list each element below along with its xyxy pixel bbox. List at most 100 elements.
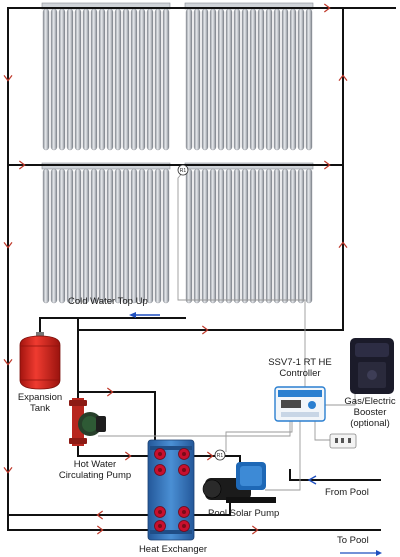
solar-tube	[249, 8, 257, 151]
to-pool-arrow	[340, 550, 382, 556]
solar-tube	[225, 8, 233, 151]
power-outlet-icon	[329, 433, 357, 449]
solar-tube	[50, 8, 58, 151]
solar-tube	[273, 168, 281, 304]
flow-arrow-down	[3, 241, 13, 249]
solar-tube	[146, 8, 154, 151]
solar-tube	[122, 8, 130, 151]
flow-arrow-left	[96, 510, 104, 520]
solar-tube	[281, 8, 289, 151]
solar-tube	[289, 168, 297, 304]
solar-tube	[201, 8, 209, 151]
svg-text:R1: R1	[180, 168, 187, 174]
solar-collector-top-left	[41, 2, 171, 151]
solar-tube	[193, 8, 201, 151]
solar-tube	[265, 8, 273, 151]
solar-tube	[146, 168, 154, 304]
solar-tube	[98, 168, 106, 304]
flow-arrow-right	[323, 160, 331, 170]
flow-arrow-right	[106, 387, 114, 397]
from-pool-arrow	[307, 475, 317, 485]
solar-tube	[281, 168, 289, 304]
solar-tube	[193, 168, 201, 304]
flow-arrow-right	[18, 160, 26, 170]
controller-label-line1: SSV7-1 RT HE	[268, 357, 332, 368]
controller-label: SSV7-1 RT HE Controller	[260, 357, 340, 379]
solar-tube	[138, 168, 146, 304]
circulating-pump-label: Hot Water Circulating Pump	[50, 459, 140, 481]
solar-tube	[90, 168, 98, 304]
cold-water-arrow	[129, 312, 160, 318]
solar-tube	[185, 168, 193, 304]
solar-tube	[265, 168, 273, 304]
flow-arrow-right	[201, 325, 209, 335]
flow-arrow-up	[338, 74, 348, 82]
booster-label-line3: (optional)	[350, 418, 390, 429]
solar-tube	[297, 8, 305, 151]
flow-arrow-right	[96, 525, 104, 535]
solar-tube	[154, 168, 162, 304]
solar-tube	[82, 168, 90, 304]
solar-tube	[241, 8, 249, 151]
solar-tube	[209, 8, 217, 151]
solar-tube	[233, 8, 241, 151]
booster-icon	[350, 338, 394, 394]
solar-tube	[305, 8, 313, 151]
sensor-r1-collector: R1	[177, 164, 189, 176]
cold-water-top-up-label: Cold Water Top Up	[68, 296, 148, 307]
solar-tube	[241, 168, 249, 304]
from-pool-label: From Pool	[325, 487, 369, 498]
solar-tube	[74, 8, 82, 151]
solar-tube	[42, 168, 50, 304]
solar-tube	[297, 168, 305, 304]
expansion-tank-label-line1: Expansion	[17, 392, 63, 403]
solar-tube	[90, 8, 98, 151]
pool-solar-pump-label: Pool Solar Pump	[208, 508, 280, 519]
expansion-tank-label-line2: Tank	[29, 403, 51, 414]
solar-tube	[98, 8, 106, 151]
heat-exchanger-label: Heat Exchanger	[138, 544, 208, 555]
circulating-pump-label-line2: Circulating Pump	[58, 470, 132, 481]
solar-tube	[162, 8, 170, 151]
booster-label-line1: Gas/Electric	[344, 396, 396, 407]
solar-tube	[42, 8, 50, 151]
flow-arrow-down	[3, 358, 13, 366]
solar-tube	[249, 168, 257, 304]
pool-pump-icon	[202, 462, 276, 503]
solar-tube	[185, 8, 193, 151]
controller-icon	[274, 386, 326, 422]
solar-tube	[66, 168, 74, 304]
solar-collector-top-right	[184, 2, 314, 151]
sensor-r1-exchanger: R1	[214, 449, 226, 461]
solar-tube	[289, 8, 297, 151]
solar-tube	[305, 168, 313, 304]
flow-arrow-right	[323, 3, 331, 13]
booster-label: Gas/Electric Booster (optional)	[340, 396, 400, 429]
solar-collector-bottom-left	[41, 162, 171, 304]
solar-tube	[58, 168, 66, 304]
solar-tube	[217, 168, 225, 304]
circulating-pump-label-line1: Hot Water	[73, 459, 117, 470]
pipe-network	[7, 7, 396, 531]
flow-arrow-right	[206, 451, 214, 461]
solar-tube	[130, 8, 138, 151]
flow-arrow-right	[124, 451, 132, 461]
flow-arrows	[3, 3, 348, 535]
flow-arrow-right	[251, 525, 259, 535]
solar-tube	[50, 168, 58, 304]
solar-tube	[106, 168, 114, 304]
solar-tube	[122, 168, 130, 304]
solar-tube	[273, 8, 281, 151]
solar-tube	[154, 8, 162, 151]
circulating-pump-icon	[69, 398, 106, 446]
controller-label-line2: Controller	[279, 368, 321, 379]
solar-tube	[225, 168, 233, 304]
solar-tube	[58, 8, 66, 151]
solar-tube	[257, 8, 265, 151]
solar-tube	[233, 168, 241, 304]
solar-tube	[201, 168, 209, 304]
to-pool-label: To Pool	[337, 535, 369, 546]
solar-collector-bottom-right	[184, 162, 314, 304]
solar-tube	[106, 8, 114, 151]
